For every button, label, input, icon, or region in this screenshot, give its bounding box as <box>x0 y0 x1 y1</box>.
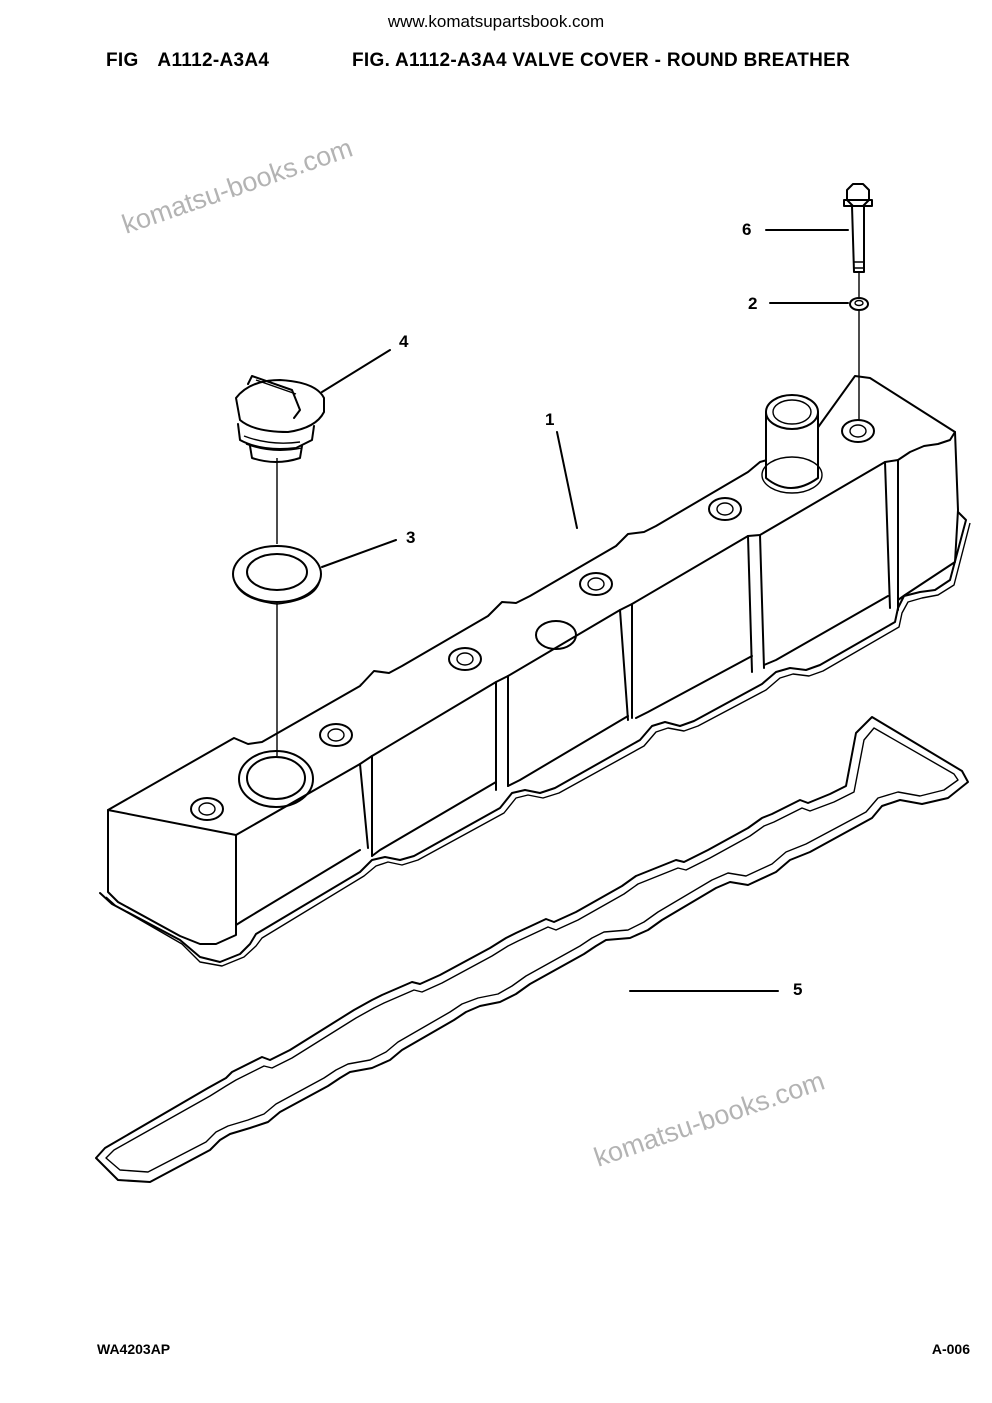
leader-4 <box>321 349 391 393</box>
filler-cap-part-4 <box>235 375 325 463</box>
bolt-part-6 <box>843 183 873 273</box>
figure-title: FIG. A1112-A3A4 VALVE COVER - ROUND BREA… <box>352 50 851 71</box>
gasket-part-5 <box>95 716 969 1183</box>
leader-3 <box>321 539 397 568</box>
seal-ring-part-3 <box>232 545 322 605</box>
callout-3: 3 <box>406 528 415 547</box>
leader-1 <box>556 431 578 529</box>
page-number: A-006 <box>931 1341 970 1357</box>
callout-2: 2 <box>748 294 757 313</box>
callout-1: 1 <box>545 410 554 429</box>
figure-code: FIG A1112-A3A4 <box>106 50 270 71</box>
callout-5: 5 <box>793 980 802 999</box>
washer-part-2 <box>849 297 869 311</box>
footer-code: WA4203AP <box>97 1341 171 1357</box>
site-url: www.komatsupartsbook.com <box>387 12 605 31</box>
callout-6: 6 <box>742 220 751 239</box>
valve-cover-part-1 <box>99 375 971 967</box>
watermark-bottom: komatsu-books.com <box>590 1066 828 1173</box>
watermark-top: komatsu-books.com <box>118 133 356 240</box>
callout-4: 4 <box>399 332 409 351</box>
